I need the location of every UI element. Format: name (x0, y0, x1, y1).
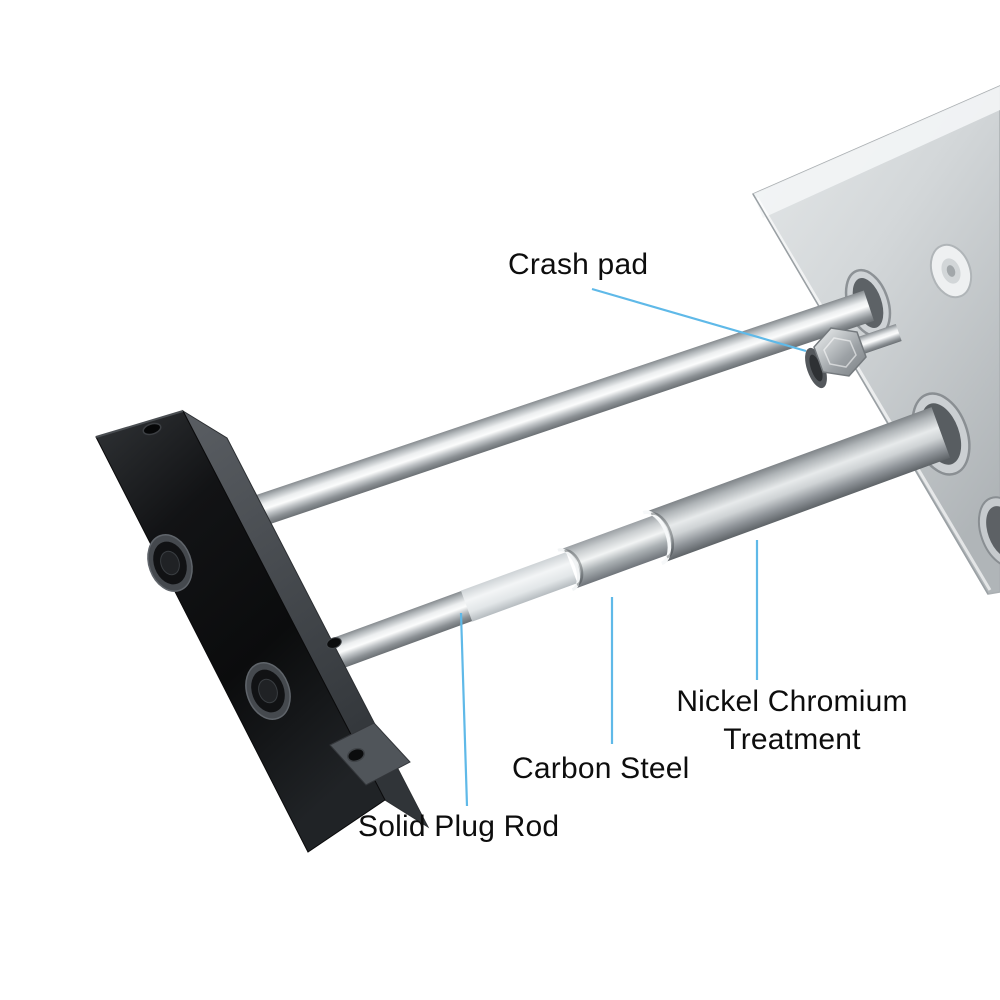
guide-rod-upper (226, 290, 875, 536)
crash-pad-nut (805, 323, 902, 389)
plate-counterbore-hole-upper (147, 534, 193, 592)
carbon-steel-sleeve (557, 510, 681, 590)
plate-counterbore-hole-lower (245, 662, 291, 720)
label-crash-pad: Crash pad (508, 248, 649, 281)
nickel-chromium-sleeve (643, 407, 951, 564)
leader-solid-plug-rod (459, 612, 469, 807)
plate-edge-hole (326, 637, 342, 649)
leader-lines (459, 287, 807, 807)
end-plate (95, 409, 430, 853)
rod-bearing-corner (977, 496, 1000, 568)
crash-pad-washer (805, 347, 827, 389)
body-top-highlight (753, 86, 1000, 218)
piston-rod-cutaway (318, 407, 951, 674)
body-mount-hole (929, 243, 973, 299)
plate-tab-hole (347, 747, 365, 763)
plate-top-hole (142, 422, 162, 436)
label-nickel-chromium: Nickel Chromium Treatment (656, 683, 928, 759)
label-solid-plug-rod: Solid Plug Rod (358, 810, 560, 843)
plug-rod-pale-section (460, 552, 578, 622)
label-nickel-chromium-line2: Treatment (723, 723, 861, 756)
leader-crash-pad (591, 287, 807, 353)
label-carbon-steel: Carbon Steel (512, 752, 690, 785)
hex-nut (813, 327, 867, 377)
plate-step-tab (329, 722, 411, 786)
label-nickel-chromium-line1: Nickel Chromium (676, 685, 908, 718)
